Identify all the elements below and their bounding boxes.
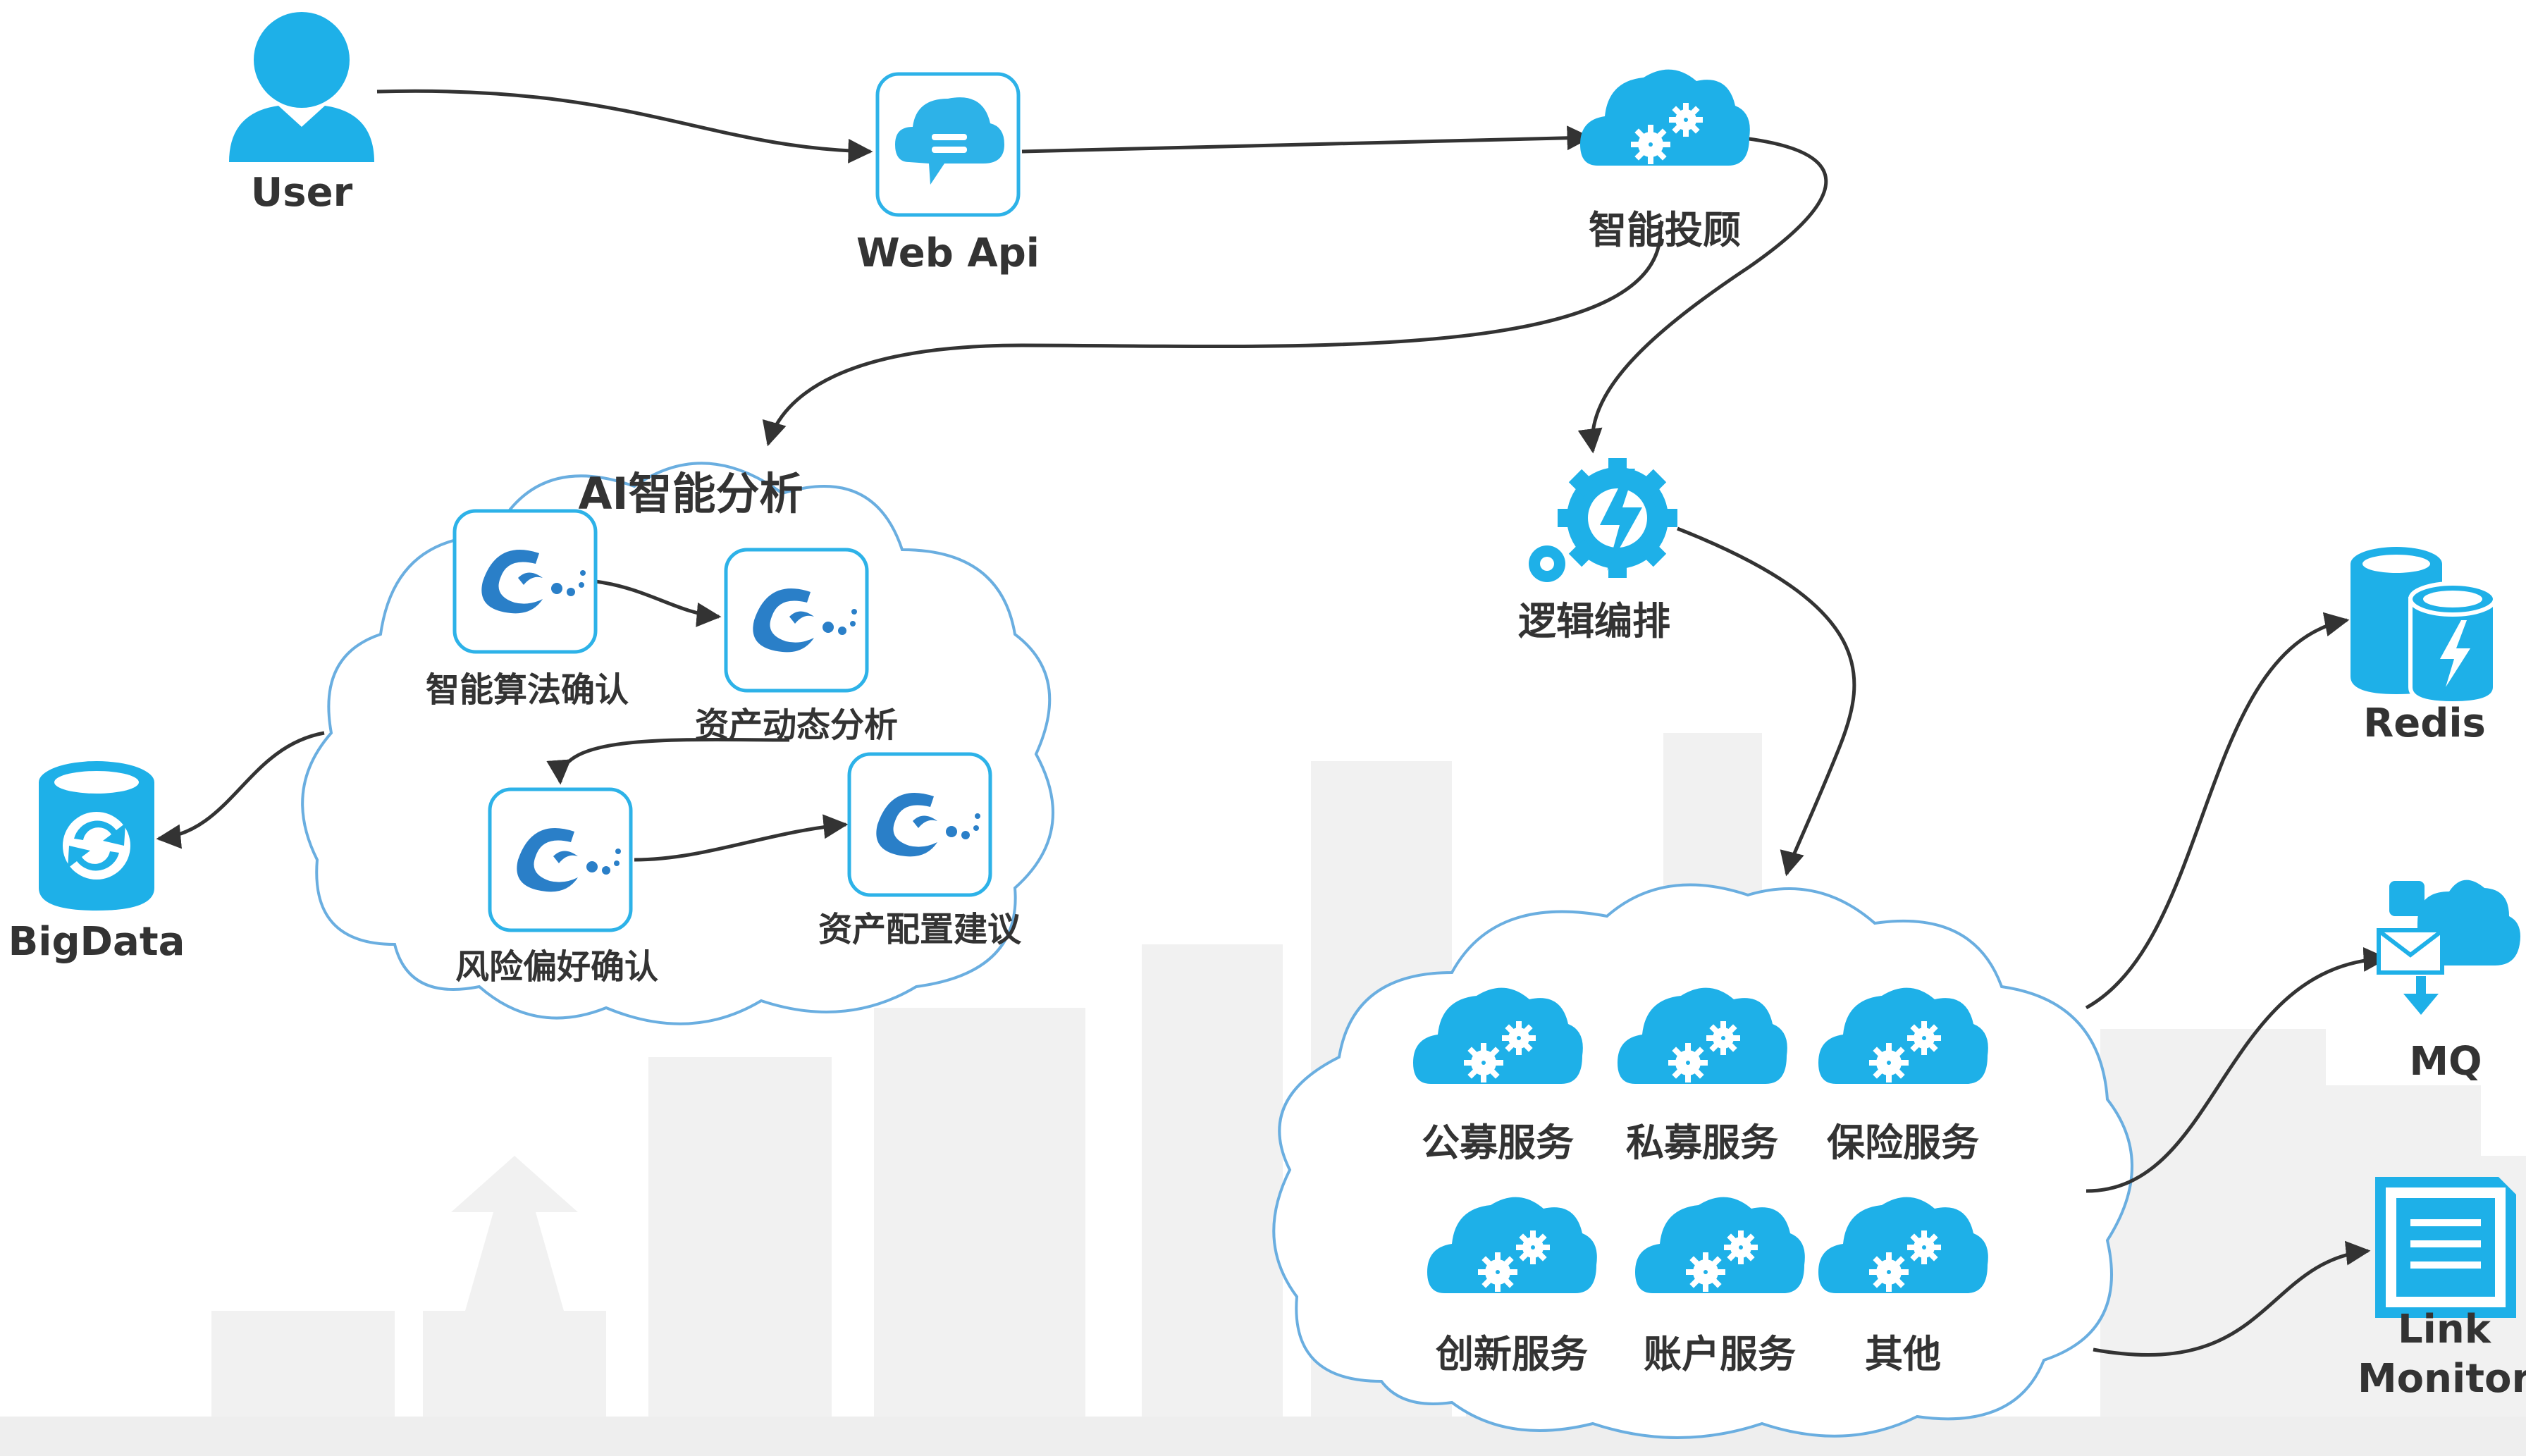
service-account[interactable]: 账户服务 [1635,1197,1805,1376]
service-label: 其他 [1865,1332,1941,1376]
bigdata-label: BigData [8,919,185,965]
redis-node[interactable]: Redis [2351,547,2497,746]
robo-advisor-label: 智能投顾 [1589,208,1741,252]
ai-brain-icon [726,550,867,691]
web-api-node[interactable]: Web Api [856,72,1040,276]
user-icon [229,12,374,162]
redis-label: Redis [2363,701,2486,746]
ai-step-allocation-advice[interactable]: 资产配置建议 [818,754,1022,949]
service-label: 账户服务 [1644,1332,1796,1376]
ai-step-dynamic-analysis[interactable]: 资产动态分析 [695,550,898,745]
service-label: 保险服务 [1827,1121,1979,1165]
bigdata-node[interactable]: BigData [8,761,185,965]
logic-orchestration-node[interactable]: 逻辑编排 [1518,458,1677,643]
service-insurance[interactable]: 保险服务 [1818,988,1988,1165]
robo-advisor-node[interactable]: 智能投顾 [1580,70,1750,252]
service-public-fund[interactable]: 公募服务 [1413,988,1583,1165]
service-innovation[interactable]: 创新服务 [1427,1197,1597,1376]
link-monitor-node[interactable]: Link Monitor [2358,1177,2526,1402]
ai-brain-icon [490,789,631,930]
user-label: User [251,170,353,216]
service-label: 私募服务 [1626,1121,1778,1165]
web-api-label: Web Api [856,230,1040,276]
web-api-chat-cloud-icon [875,72,1021,217]
link-monitor-label-line2: Monitor [2358,1356,2526,1402]
ai-step-label: 风险偏好确认 [455,947,658,987]
mail-queue-icon [2377,880,2520,1015]
service-private-fund[interactable]: 私募服务 [1618,988,1787,1165]
lightning-gear-icon [1529,458,1677,582]
service-other[interactable]: 其他 [1818,1197,1988,1376]
logic-orchestration-label: 逻辑编排 [1518,599,1670,643]
link-monitor-label-line1: Link [2398,1307,2492,1352]
ai-group-title: AI智能分析 [578,468,803,519]
database-sync-icon [39,761,154,911]
ai-step-label: 资产配置建议 [818,910,1022,949]
service-label: 创新服务 [1436,1332,1588,1376]
mq-label: MQ [2409,1039,2482,1085]
mq-node[interactable]: MQ [2377,880,2520,1085]
gear-cloud-icon [1580,70,1750,166]
redis-database-icon [2351,547,2497,706]
ai-step-algorithm[interactable]: 智能算法确认 [426,511,629,710]
user-node[interactable]: User [229,12,374,216]
service-label: 公募服务 [1422,1121,1574,1165]
ai-step-label: 智能算法确认 [426,670,629,710]
document-monitor-icon [2375,1177,2516,1318]
connectors [156,89,2389,1357]
ai-step-risk-preference[interactable]: 风险偏好确认 [455,789,658,987]
ai-brain-icon [849,754,990,895]
ai-step-label: 资产动态分析 [695,705,898,745]
ai-brain-icon [455,511,596,652]
